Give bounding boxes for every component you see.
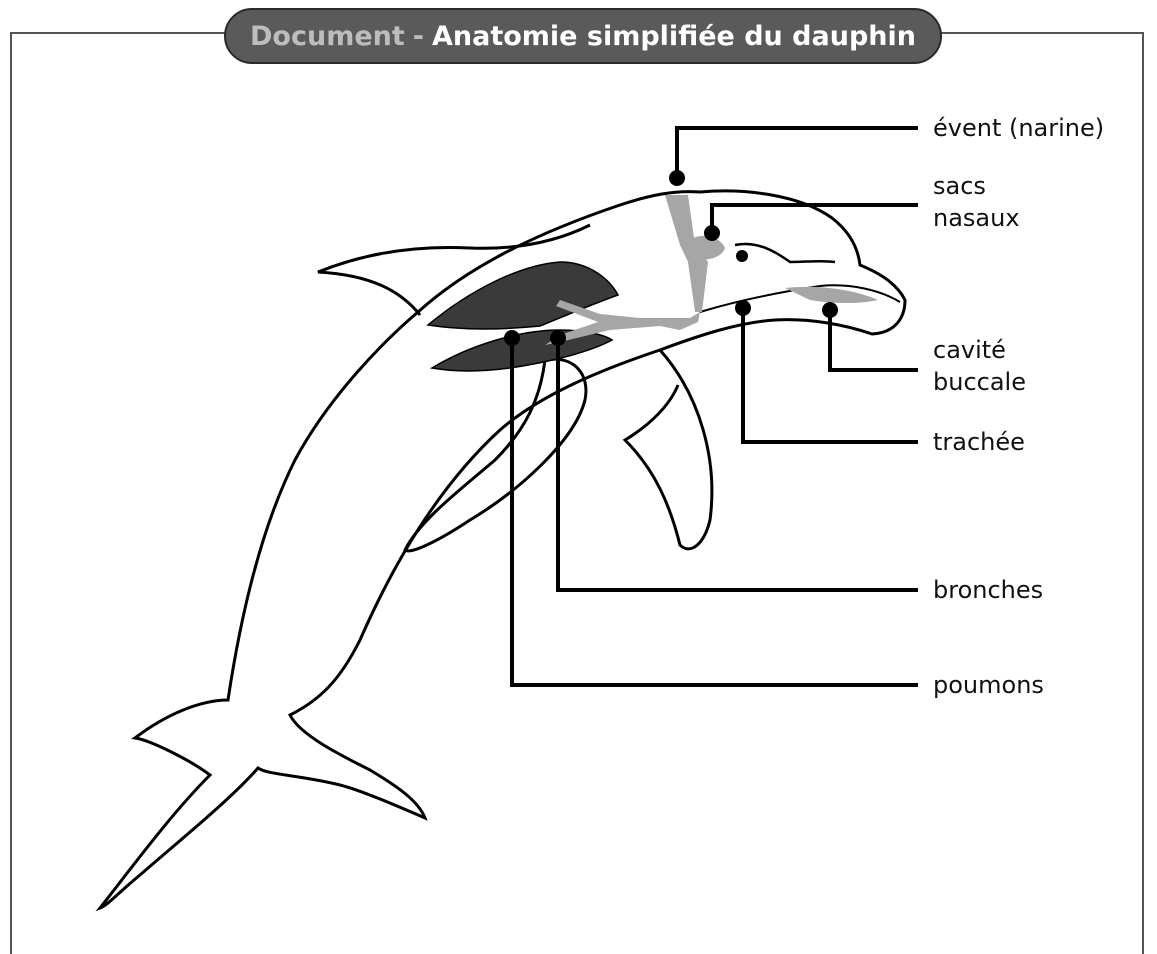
leader-cavite-buccale: [830, 310, 918, 370]
label-trachee: trachée: [933, 426, 1025, 458]
label-cavite-line2: buccale: [933, 366, 1026, 398]
dot-cavite-buccale: [822, 302, 838, 318]
label-bronches: bronches: [933, 574, 1043, 606]
dot-bronches: [550, 330, 566, 346]
melon-outline: [735, 244, 835, 262]
label-cavite-line1: cavité: [933, 334, 1006, 366]
leader-bronches: [558, 338, 918, 590]
leader-event: [677, 128, 918, 178]
pectoral-fin-outline: [625, 350, 712, 549]
eye: [736, 250, 748, 262]
lung-upper: [428, 262, 618, 329]
lung-lower: [432, 330, 612, 371]
dot-sacs-nasaux: [704, 225, 720, 241]
label-sacs-line2: nasaux: [933, 202, 1020, 234]
leader-poumons: [512, 338, 918, 685]
trachea-branch: [545, 300, 700, 345]
label-poumons: poumons: [933, 669, 1044, 701]
label-event: évent (narine): [933, 112, 1104, 144]
label-sacs-line1: sacs: [933, 170, 986, 202]
dot-poumons: [504, 330, 520, 346]
dot-trachee: [735, 300, 751, 316]
dot-event: [669, 170, 685, 186]
